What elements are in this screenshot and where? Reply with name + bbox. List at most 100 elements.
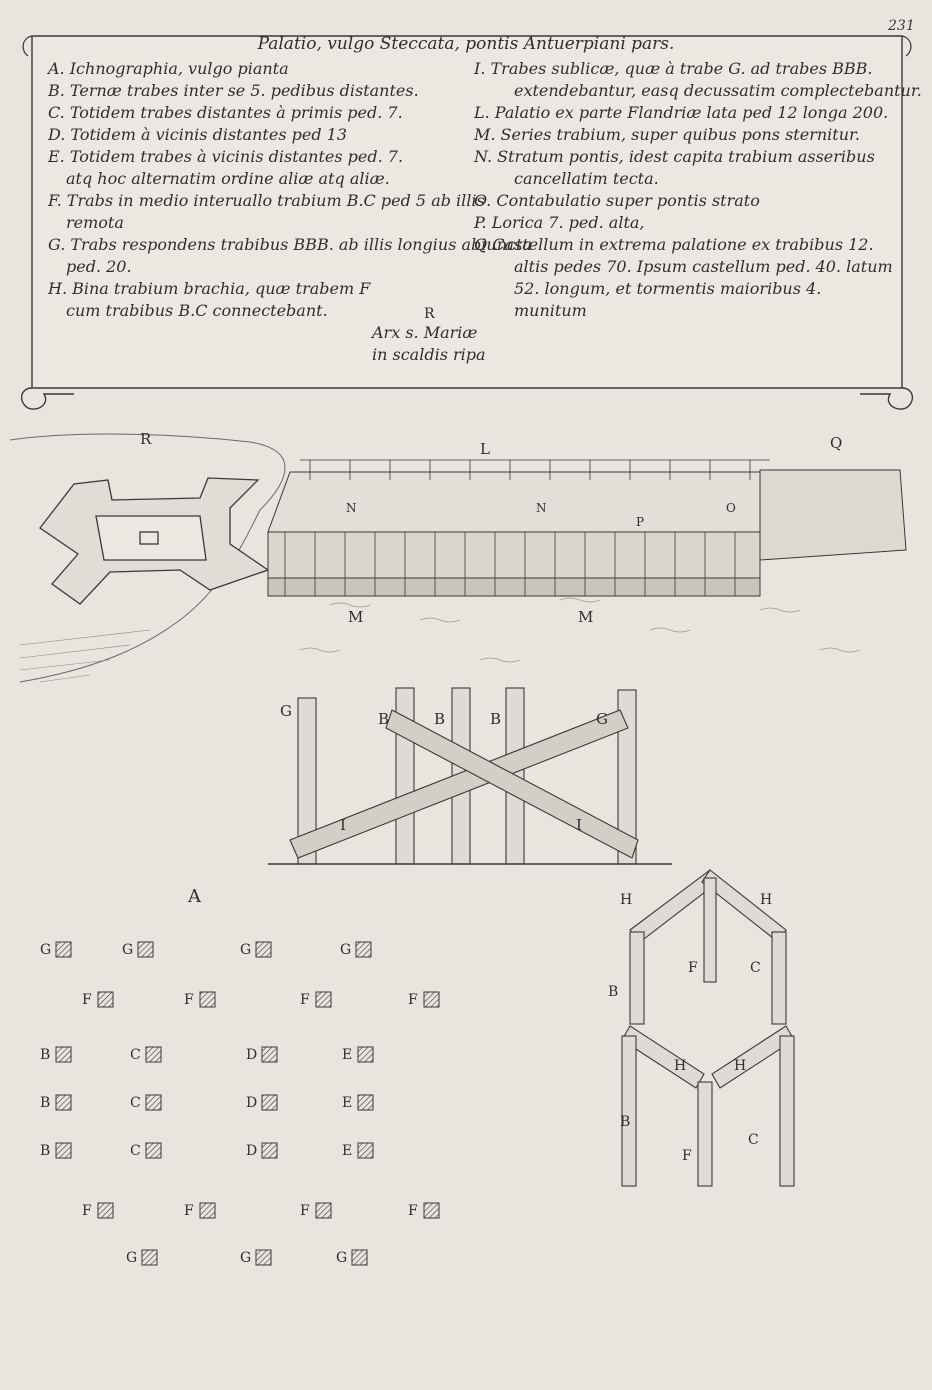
legend-entry-f: F. Trabs in medio interuallo trabium B.C… [48, 191, 485, 232]
scroll-cartouche [21, 35, 913, 410]
beam-square [261, 1094, 278, 1111]
legend-entry-i: I. Trabes sublicæ, quæ à trabe G. ad tra… [474, 59, 922, 100]
truss-label-f2: F [682, 1148, 692, 1164]
plan-label: G [122, 942, 133, 958]
beam-square [423, 1202, 440, 1219]
beam-square [261, 1142, 278, 1159]
beam-square [357, 1094, 374, 1111]
frame-label-g1: G [280, 702, 292, 720]
scene-label-r: R [140, 430, 152, 448]
plan-label: D [246, 1047, 257, 1063]
beam-square [137, 941, 154, 958]
beam-square [255, 1249, 272, 1266]
legend-entry-n: N. Stratum pontis, idest capita trabium … [474, 147, 875, 188]
truss-label-c1: C [750, 960, 761, 976]
legend-entry-l: L. Palatio ex parte Flandriæ lata ped 12… [474, 103, 889, 122]
plan-label: F [408, 1203, 418, 1219]
plan-label: F [184, 992, 194, 1008]
plan-label: B [40, 1095, 50, 1111]
beam-square [97, 991, 114, 1008]
bridge-palisade [267, 469, 907, 597]
beam-square [199, 1202, 216, 1219]
beam-square [315, 991, 332, 1008]
beam-square [141, 1249, 158, 1266]
truss-label-b2: B [620, 1114, 630, 1130]
plan-label: F [300, 992, 310, 1008]
beam-square [55, 1142, 72, 1159]
beam-square [199, 991, 216, 1008]
beam-square [145, 1142, 162, 1159]
beam-square [55, 1094, 72, 1111]
beam-square [357, 1142, 374, 1159]
legend-entry-g: G. Trabs respondens trabibus BBB. ab ill… [48, 235, 532, 276]
beam-square [145, 1046, 162, 1063]
beam-square [351, 1249, 368, 1266]
plan-label: F [184, 1203, 194, 1219]
plan-label: B [40, 1047, 50, 1063]
plan-label: C [130, 1095, 141, 1111]
plan-label: D [246, 1143, 257, 1159]
plan-label: G [336, 1250, 347, 1266]
plan-label: D [246, 1095, 257, 1111]
legend-entry-p: P. Lorica 7. ped. alta, [474, 213, 645, 232]
beam-square [145, 1094, 162, 1111]
frame-label-b1: B [378, 710, 389, 728]
truss-label-f1: F [688, 960, 698, 976]
beam-square [55, 941, 72, 958]
truss-label-h4: H [734, 1058, 746, 1074]
plan-label: E [342, 1095, 352, 1111]
arx-label-line-1: Arx s. Mariæ [372, 323, 478, 342]
page-number: 231 [888, 18, 915, 34]
frame-label-g2: G [596, 710, 608, 728]
truss-label-h2: H [760, 892, 772, 908]
beam-square [357, 1046, 374, 1063]
plan-label: E [342, 1143, 352, 1159]
plan-label: G [126, 1250, 137, 1266]
plan-label-a: A [187, 886, 202, 907]
scene-label-m2: M [578, 608, 593, 626]
legend-entry-r: Arx s. Mariæ in scaldis ripa [372, 322, 486, 366]
truss-label-b1: B [608, 984, 618, 1000]
arx-label-line-2: in scaldis ripa [372, 345, 486, 364]
legend-entry-a: A. Ichnographia, vulgo pianta [48, 59, 289, 78]
legend-entry-b: B. Ternæ trabes inter se 5. pedibus dist… [48, 81, 419, 100]
scene-label-n2: N [536, 501, 547, 515]
plan-label: G [40, 942, 51, 958]
frame-label-b2: B [434, 710, 445, 728]
legend-entry-q: Q Castellum in extrema palatione ex trab… [474, 235, 893, 320]
plan-label: E [342, 1047, 352, 1063]
beam-square [55, 1046, 72, 1063]
legend-entry-r-letter: R [424, 306, 435, 322]
legend-entry-e: E. Totidem trabes à vicinis distantes pe… [48, 147, 404, 188]
scene-label-o: O [726, 501, 736, 515]
plan-label: F [300, 1203, 310, 1219]
beam-square [315, 1202, 332, 1219]
plan-label: C [130, 1047, 141, 1063]
truss-label-h1: H [620, 892, 632, 908]
plan-label: F [408, 992, 418, 1008]
plan-label: G [340, 942, 351, 958]
beam-square [355, 941, 372, 958]
plan-label: G [240, 1250, 251, 1266]
plan-label: C [130, 1143, 141, 1159]
scene-label-n1: N [346, 501, 357, 515]
scene-label-m1: M [348, 608, 363, 626]
scene-label-p: P [636, 515, 644, 529]
legend-entry-o: O. Contabulatio super pontis strato [474, 191, 760, 210]
legend-right: I. Trabes sublicæ, quæ à trabe G. ad tra… [474, 58, 922, 322]
frame-label-b3: B [490, 710, 501, 728]
beam-square [261, 1046, 278, 1063]
scene-label-q: Q [830, 434, 842, 452]
bridge-scene: R L Q N N O P M M [9, 430, 907, 683]
frame-label-i2: I [576, 816, 582, 834]
frame-label-i1: I [340, 816, 346, 834]
legend-entry-c: C. Totidem trabes distantes à primis ped… [48, 103, 403, 122]
legend-entry-m: M. Series trabium, super quibus pons ste… [474, 125, 860, 144]
truss-diagram: H H F C B H H B C F [608, 869, 795, 1187]
scene-label-l: L [480, 440, 490, 458]
plan-label: F [82, 992, 92, 1008]
beam-square [423, 991, 440, 1008]
plan-label: B [40, 1143, 50, 1159]
